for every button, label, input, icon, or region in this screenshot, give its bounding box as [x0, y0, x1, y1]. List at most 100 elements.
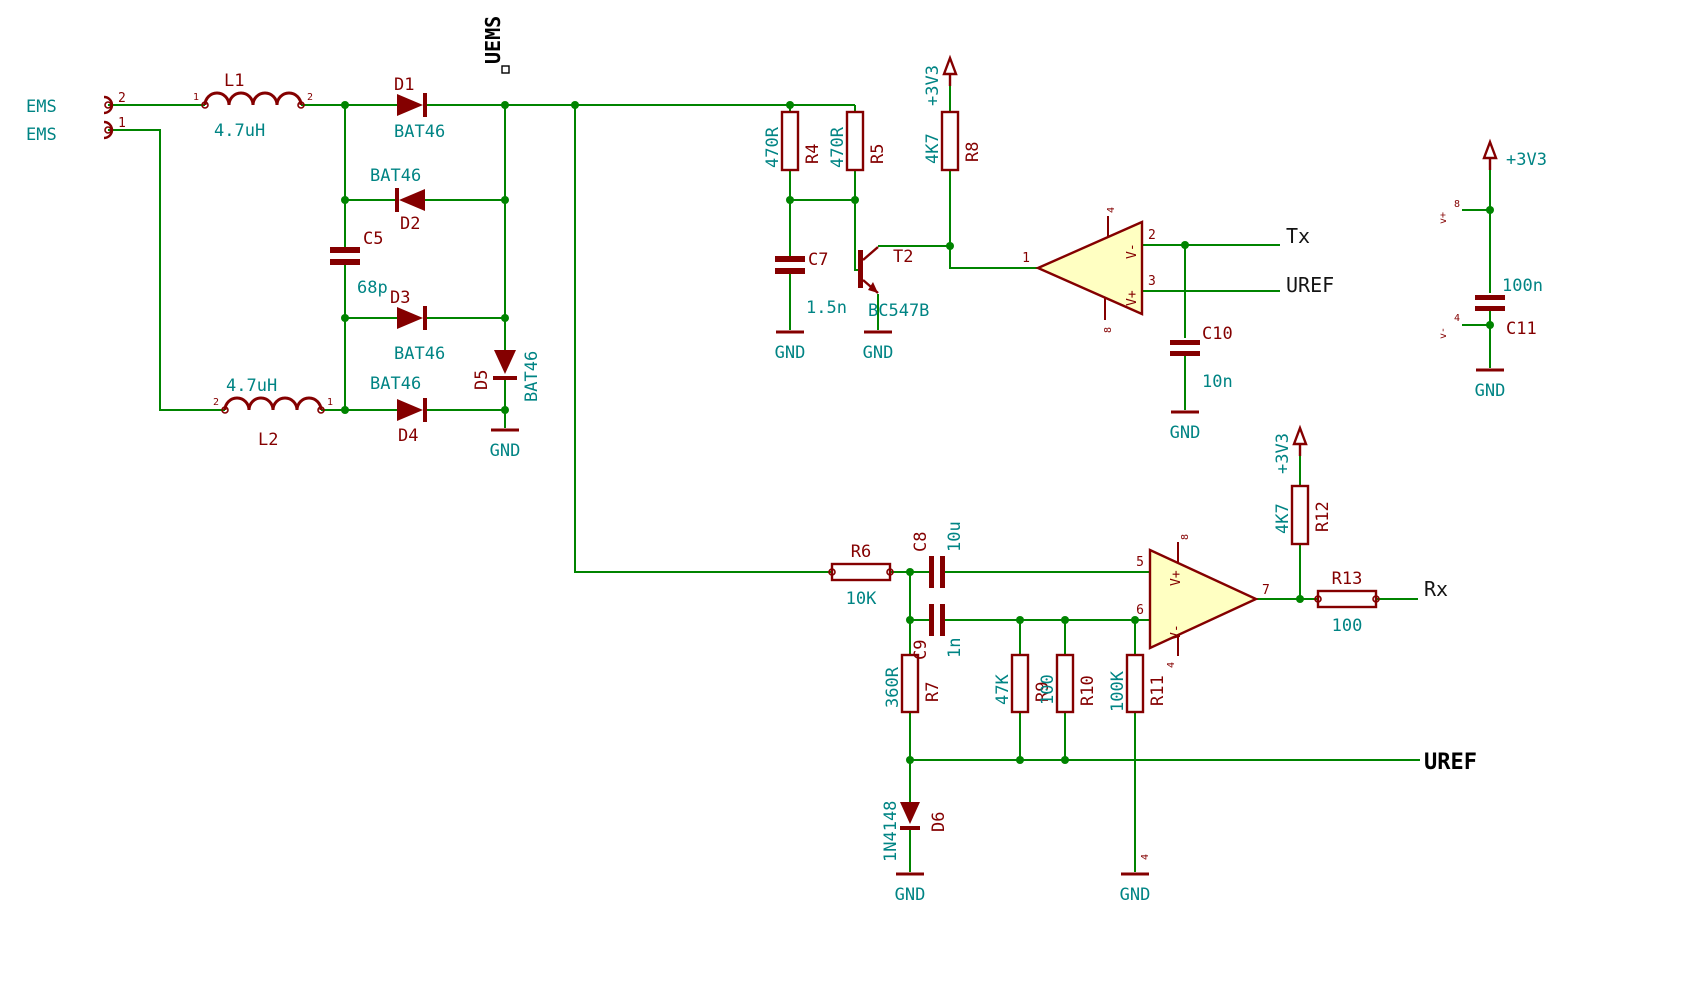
component-value: BAT46: [394, 344, 445, 364]
component-C8[interactable]: C8 10u: [911, 521, 965, 588]
pin-number: 8: [1180, 534, 1191, 540]
pin-number: 2: [213, 397, 219, 408]
connector-pin-number: 1: [118, 116, 126, 131]
junction-dots: [341, 101, 1494, 764]
pin-number: 4: [1454, 313, 1460, 324]
component-ref: C11: [1506, 319, 1537, 339]
wire-lower-section[interactable]: [890, 456, 1420, 872]
component-C9[interactable]: C9 1n: [911, 604, 965, 660]
component-C11[interactable]: 100n C11 v+ 8 v- 4: [1438, 199, 1543, 339]
net-label-ems-1[interactable]: EMS: [26, 125, 57, 145]
component-ref: L2: [258, 430, 278, 450]
resistor-body: [1125, 653, 1145, 714]
pin-number: 3: [1148, 274, 1156, 289]
component-ref: L1: [224, 71, 244, 91]
component-C7[interactable]: C7 1.5n: [775, 250, 847, 318]
junction-dot: [1061, 616, 1069, 624]
component-ref: R8: [963, 142, 983, 162]
wire-opamp1-io[interactable]: [1142, 244, 1280, 410]
wire-ems-pin1[interactable]: [108, 129, 225, 411]
component-ref: C8: [911, 532, 931, 552]
component-value: 100: [1038, 674, 1058, 705]
component-ref: R9: [1033, 682, 1053, 702]
component-D6[interactable]: D6 1N4148: [881, 801, 949, 862]
component-R12[interactable]: 4K7 R12: [1273, 484, 1333, 546]
pin-number: 7: [1262, 583, 1270, 598]
opamp-vminus-label: V-: [1169, 624, 1184, 640]
capacitor-plate: [1170, 340, 1200, 345]
component-ref: R13: [1332, 569, 1363, 589]
transistor-collector: [862, 246, 879, 261]
power-flag-3v3-r12[interactable]: +3V3: [1273, 424, 1308, 474]
connector-ems[interactable]: 2 1: [103, 91, 126, 140]
component-ref: R7: [923, 682, 943, 702]
gnd-symbol-d5[interactable]: GND: [490, 428, 521, 461]
junction-dot: [946, 242, 954, 250]
gnd-symbol-c11[interactable]: GND: [1475, 368, 1506, 401]
diode-cathode-bar: [423, 306, 427, 330]
net-label-uref-bottom[interactable]: UREF: [1424, 750, 1477, 775]
gnd-symbol-c10[interactable]: GND: [1170, 410, 1201, 443]
power-flag-3v3-c11[interactable]: +3V3: [1482, 138, 1547, 170]
power-label: +3V3: [1506, 150, 1547, 170]
pin-number: 4: [1140, 854, 1151, 860]
gnd-label: GND: [863, 343, 894, 363]
transistor-emitter-arrow: [868, 282, 878, 293]
component-R9[interactable]: 47K R9: [993, 653, 1053, 714]
net-label-uref-top[interactable]: UREF: [1286, 273, 1334, 297]
component-C5[interactable]: C5 68p: [330, 229, 388, 298]
component-ref: D4: [398, 426, 418, 446]
resistor-body: [780, 110, 800, 172]
junction-dot: [501, 406, 509, 414]
component-R11[interactable]: 100K R11: [1108, 653, 1168, 714]
capacitor-plate: [775, 268, 805, 274]
component-value: 4K7: [923, 133, 943, 164]
gnd-label: GND: [895, 885, 926, 905]
component-R6[interactable]: R6 10K: [828, 542, 894, 609]
pin-end-marker: [317, 406, 325, 414]
component-D5[interactable]: D5 BAT46: [472, 350, 542, 402]
gnd-symbol-c7[interactable]: GND: [775, 330, 806, 363]
component-R5[interactable]: 470R R5: [828, 110, 888, 172]
component-D4[interactable]: BAT46 D4: [370, 374, 427, 446]
power-arrow-icon: [1292, 424, 1308, 456]
component-opamp-a[interactable]: 4 8 V- V+ 1 2 3: [1022, 207, 1156, 333]
component-R8[interactable]: 4K7 R8: [923, 110, 983, 172]
component-R10[interactable]: 100 R10: [1038, 653, 1098, 714]
gnd-symbol-d6[interactable]: GND: [895, 872, 926, 905]
component-D2[interactable]: BAT46 D2: [370, 166, 425, 234]
net-label-uems[interactable]: UEMS: [481, 16, 510, 74]
component-L1[interactable]: 1 2 L1 4.7uH: [193, 71, 313, 141]
power-flag-3v3-r8[interactable]: +3V3: [923, 54, 958, 106]
junction-dot: [341, 101, 349, 109]
component-D3[interactable]: D3 BAT46: [390, 288, 445, 364]
component-opamp-b[interactable]: 8 4 V+ V- 5 6 7: [1136, 534, 1270, 668]
component-T2[interactable]: T2 BC547B: [858, 246, 929, 321]
pin-end-marker: [1314, 595, 1322, 603]
net-label-rx[interactable]: Rx: [1424, 577, 1448, 601]
component-value: 360R: [883, 666, 903, 708]
net-label-ems-2[interactable]: EMS: [26, 97, 57, 117]
junction-dot: [341, 406, 349, 414]
component-ref: C5: [363, 229, 383, 249]
component-R13[interactable]: R13 100: [1314, 569, 1380, 636]
gnd-symbol-r11[interactable]: GND: [1120, 872, 1151, 905]
capacitor-plate: [775, 256, 805, 262]
component-R7[interactable]: 360R R7: [883, 653, 943, 714]
component-L2[interactable]: 2 1 4.7uH L2: [213, 376, 333, 450]
net-label-tx[interactable]: Tx: [1286, 224, 1310, 248]
component-R4[interactable]: 470R R4: [763, 110, 823, 172]
pin-end-marker: [828, 568, 836, 576]
diode-symbol: [900, 802, 920, 824]
pin-number: 5: [1136, 555, 1144, 570]
diode-symbol: [397, 399, 423, 421]
component-C10[interactable]: C10 10n: [1170, 324, 1233, 392]
diode-cathode-bar: [395, 188, 399, 212]
gnd-symbol-t2[interactable]: GND: [863, 330, 894, 363]
component-value: 100K: [1108, 670, 1128, 712]
component-value: 68p: [357, 278, 388, 298]
wire-c11-power[interactable]: [1462, 170, 1491, 368]
wire-collector-emitter[interactable]: [877, 86, 1038, 330]
component-D1[interactable]: D1 BAT46: [394, 75, 445, 142]
